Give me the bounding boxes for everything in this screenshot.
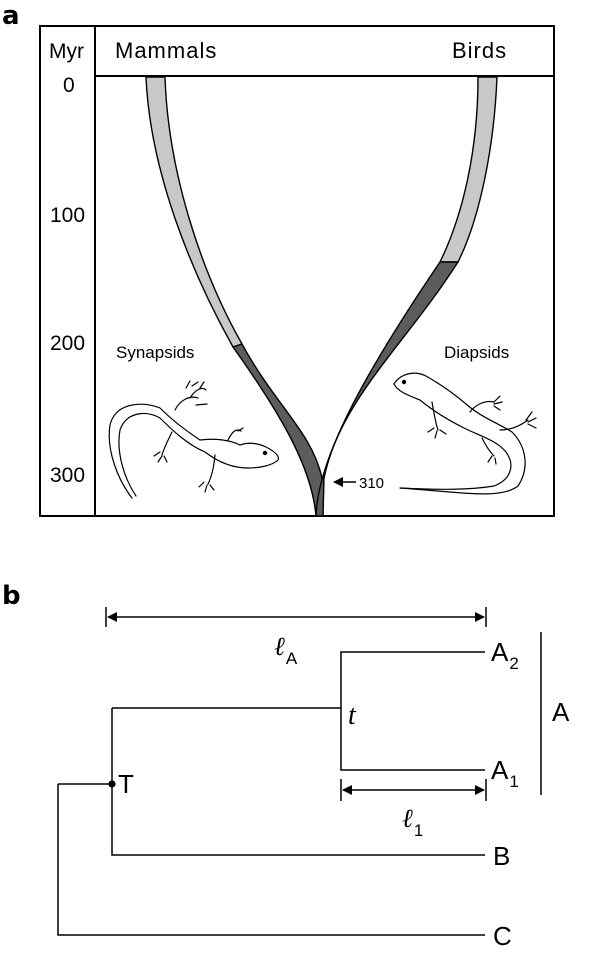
length-a-label: ℓA bbox=[274, 632, 298, 668]
root-node-dot bbox=[108, 780, 116, 788]
clade-a-label: A bbox=[552, 697, 570, 727]
tip-a1-letter: A bbox=[491, 755, 509, 785]
bird-branch bbox=[315, 76, 498, 517]
length-1-label: ℓ1 bbox=[402, 804, 423, 840]
tip-a2-label: A2 bbox=[491, 637, 519, 673]
tip-a1-label: A1 bbox=[491, 755, 519, 791]
panel-b-label: b bbox=[2, 581, 21, 611]
synapsid-lizard-illustration bbox=[108, 380, 279, 499]
time-tick-300: 300 bbox=[50, 464, 85, 487]
time-tick-0: 0 bbox=[63, 74, 75, 97]
time-unit-label: Myr bbox=[49, 40, 84, 63]
diapsid-lizard-illustration bbox=[393, 372, 537, 495]
mammal-branch-dark-segment bbox=[231, 343, 324, 517]
tip-a1-subscript: 1 bbox=[509, 772, 518, 791]
length-1-symbol: ℓ bbox=[402, 804, 413, 833]
mammal-branch bbox=[145, 76, 324, 517]
bird-branch-light-segment bbox=[438, 76, 498, 263]
tree-edge-b bbox=[111, 708, 485, 856]
evolution-timeline-panel: Myr 0 100 200 300 Mammals Birds Synapsid… bbox=[39, 25, 555, 517]
inner-node-label: t bbox=[348, 700, 357, 731]
mammal-branch-light-segment bbox=[145, 76, 244, 348]
tip-b-label: B bbox=[493, 841, 510, 871]
birds-header: Birds bbox=[452, 38, 507, 63]
time-tick-200: 200 bbox=[50, 332, 85, 355]
bird-branch-dark-segment bbox=[315, 261, 460, 517]
time-tick-100: 100 bbox=[50, 204, 85, 227]
timeline-frame bbox=[39, 25, 555, 517]
tip-a2-subscript: 2 bbox=[509, 654, 518, 673]
length-a-symbol: ℓ bbox=[274, 632, 285, 661]
synapsids-label: Synapsids bbox=[116, 343, 194, 362]
panel-a-label: a bbox=[2, 1, 20, 31]
root-node-label: T bbox=[118, 769, 134, 799]
phylogenetic-tree-panel: ℓA T t A2 A1 B C A ℓ1 bbox=[57, 607, 570, 951]
mammals-header: Mammals bbox=[115, 38, 217, 63]
tip-a2-letter: A bbox=[491, 637, 509, 667]
tree-edge-c bbox=[57, 784, 485, 936]
tip-c-label: C bbox=[493, 921, 512, 951]
tree-edge-a-clade bbox=[340, 651, 485, 771]
length-1-subscript: 1 bbox=[414, 821, 423, 840]
length-a-subscript: A bbox=[286, 649, 298, 668]
divergence-label: 310 bbox=[359, 475, 384, 492]
diapsids-label: Diapsids bbox=[444, 343, 509, 362]
